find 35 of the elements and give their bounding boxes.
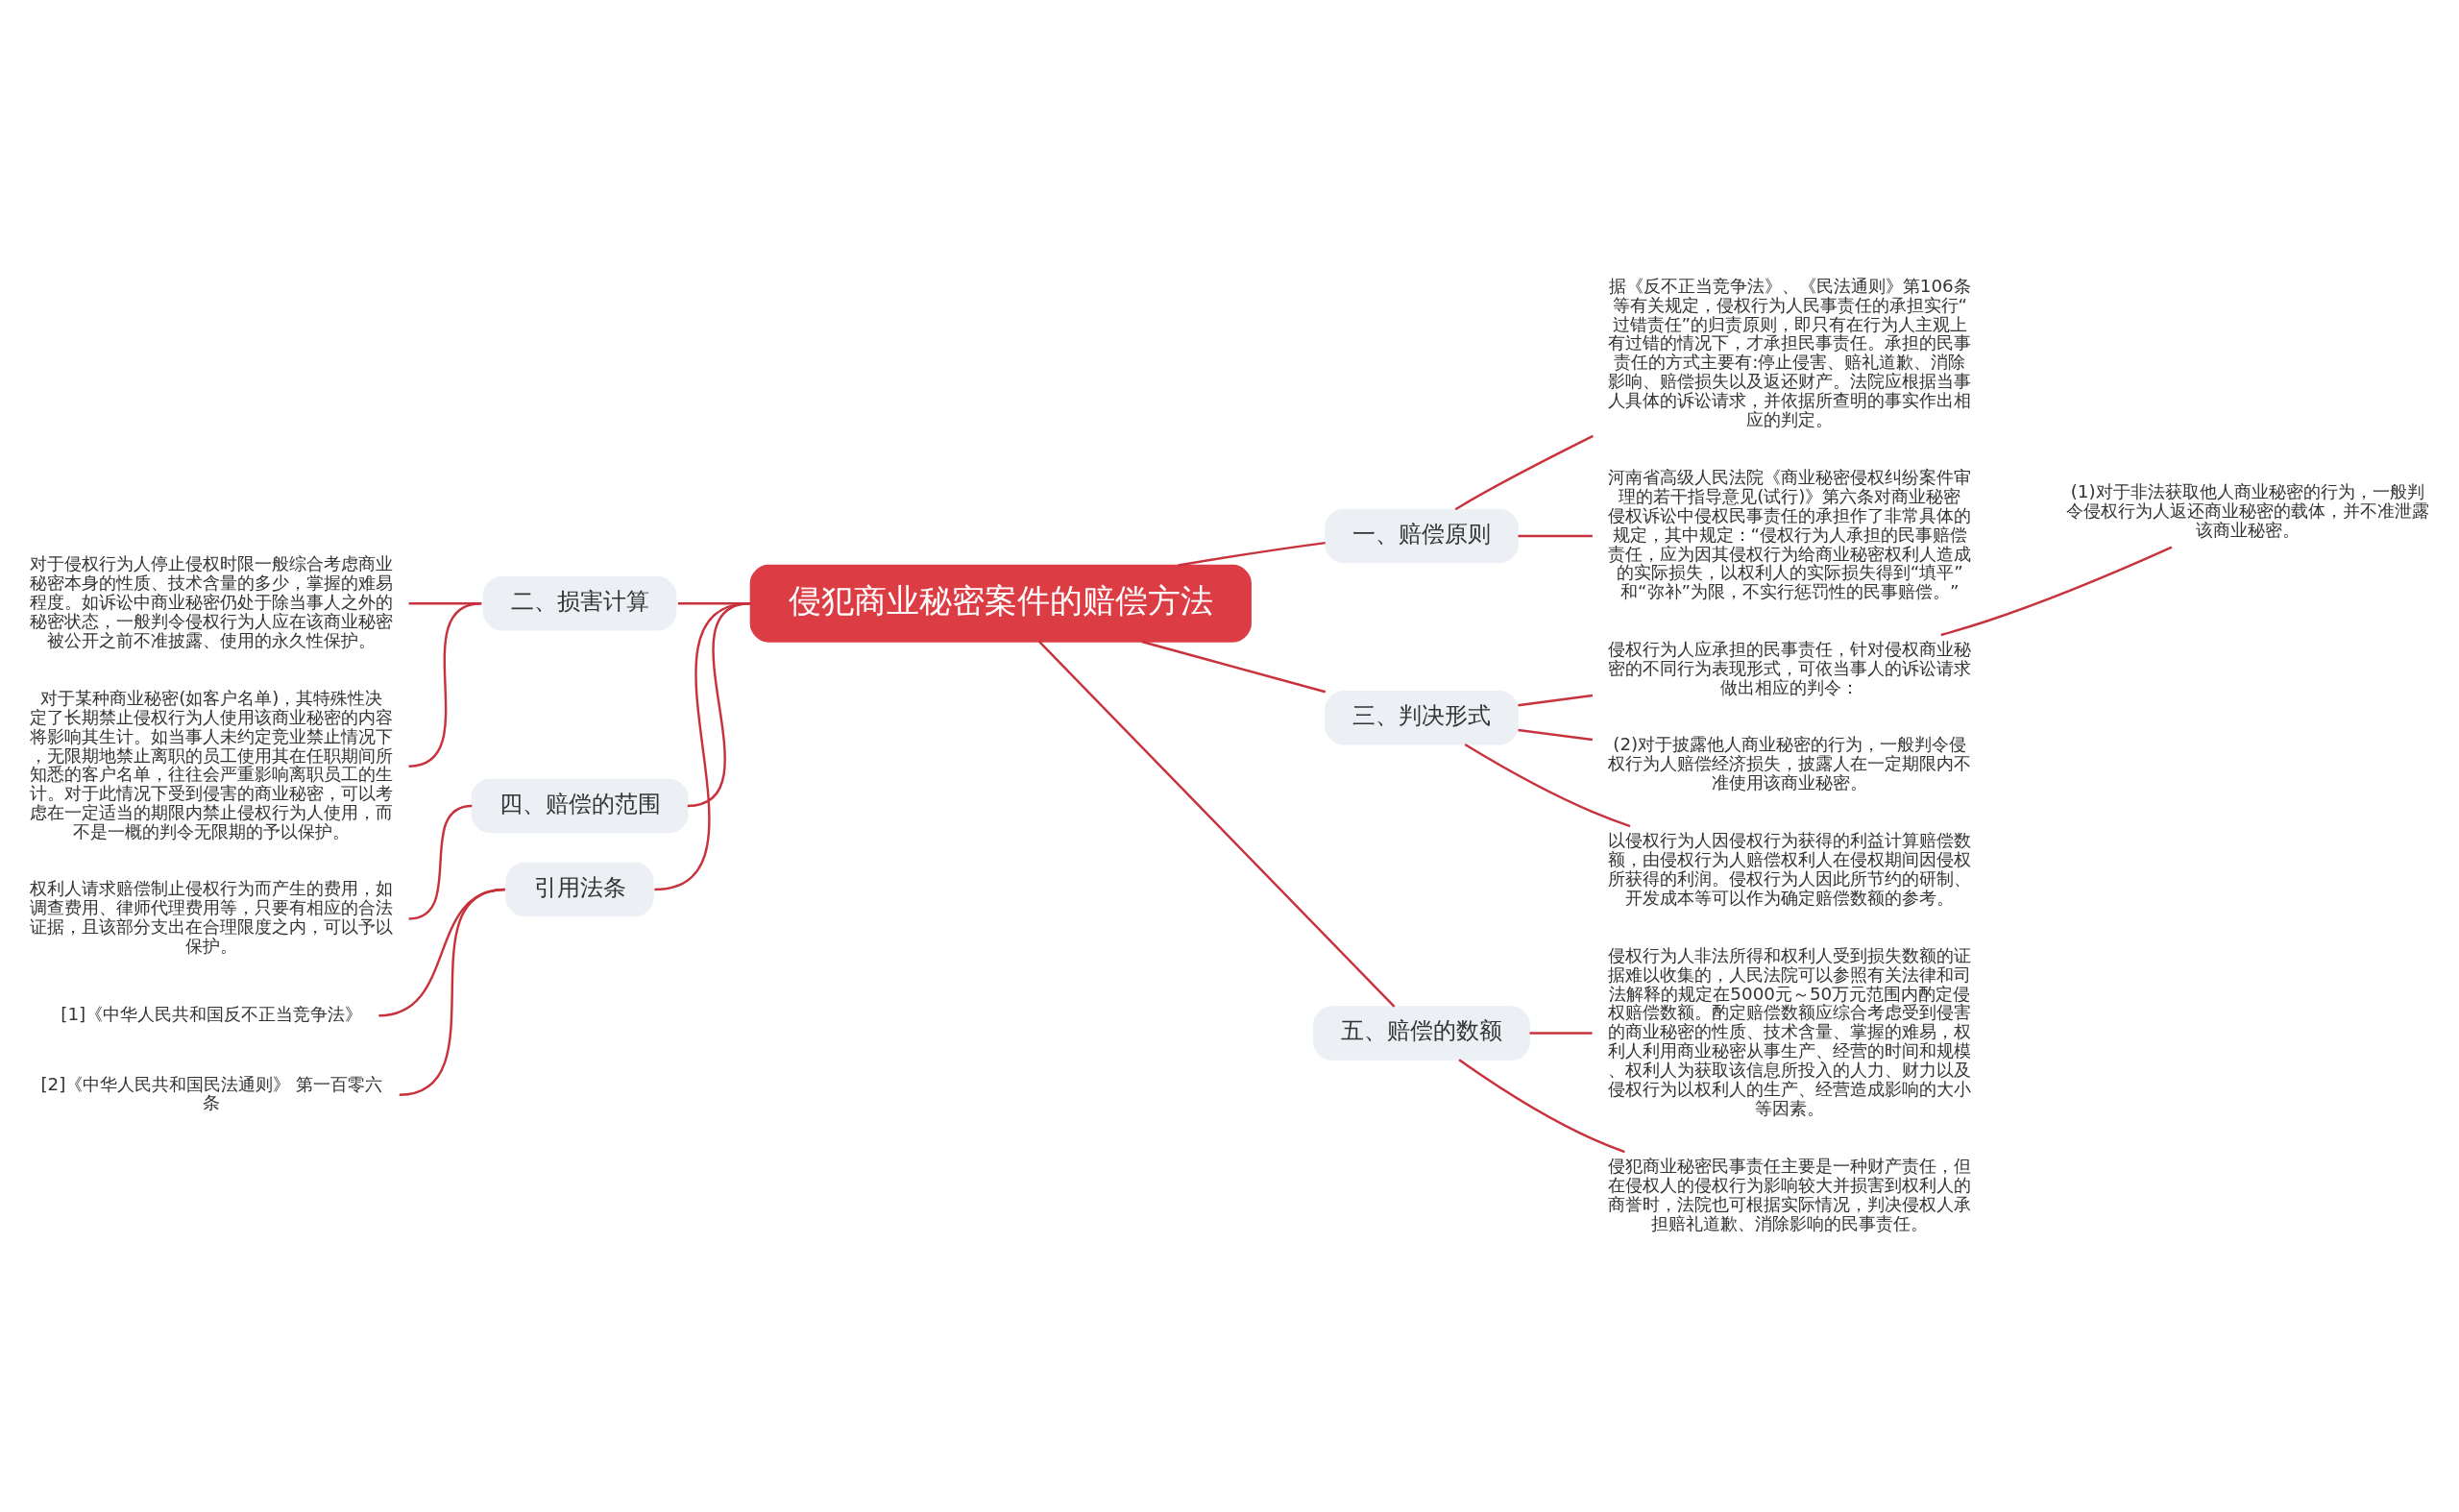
node-text: 权利人请求赔偿制止侵权行为而产生的费用，如调查费用、律师代理费用等，只要有相应的合法证据，且该部分支出在合理限度之内，可以予以保护。 bbox=[30, 878, 394, 956]
connector bbox=[1458, 1059, 1625, 1154]
node-box: 三、判决形式 bbox=[1325, 691, 1519, 745]
connector bbox=[1518, 728, 1593, 742]
node-text: [1]《中华人民共和国反不正当竞争法》 bbox=[61, 1004, 363, 1024]
connector bbox=[1038, 641, 1396, 1008]
node-box: 四、赔偿的范围 bbox=[471, 778, 689, 834]
connector bbox=[1464, 743, 1631, 828]
node-box: 引用法条 bbox=[505, 862, 654, 917]
connector bbox=[1940, 546, 2173, 637]
node-text: 对于侵权行为人停止侵权时限一般综合考虑商业秘密本身的性质、技术含量的多少，掌握的难易程度。如诉讼中商业秘密仍处于除当事人之外的秘密状态，一般判令侵权行为人应在该商业秘密被公开之前不准披露、使用的永久性保护。 bbox=[30, 553, 394, 650]
node-text: [2]《中华人民共和国民法通则》 第一百零六条 bbox=[40, 1073, 383, 1113]
node-text: 对于某种商业秘密(如客户名单)，其特殊性决定了长期禁止侵权行为人使用该商业秘密的内容将影响其生计。如当事人未约定竞业禁止情况下，无限期地禁止离职的员工使用其在任职期间所知悉的客户名单，往往会严重影响离职员工的生计。对于此情况下受到侵害的商业秘密，可以考虑在一定适当的期限内禁止侵权行为人使用，而不是一概的判令无限期的予以保护。 bbox=[30, 687, 394, 841]
node-box: 五、赔偿的数额 bbox=[1313, 1006, 1531, 1061]
node-box: 二、损害计算 bbox=[482, 575, 677, 631]
node-text: 侵犯商业秘密民事责任主要是一种财产责任，但在侵权人的侵权行为影响较大并损害到权利人的商誉时，法院也可根据实际情况，判决侵权人承担赔礼道歉、消除影响的民事责任。 bbox=[1608, 1156, 1972, 1233]
node-text: 以侵权行为人因侵权行为获得的利益计算赔偿数额，由侵权行为人赔偿权利人在侵权期间因侵权所获得的利润。侵权行为人因此所节约的研制、开发成本等可以作为确定赔偿数额的参考。 bbox=[1608, 830, 1972, 908]
connector bbox=[654, 602, 751, 891]
node-text: (2)对于披露他人商业秘密的行为，一般判令侵权行为人赔偿经济损失，披露人在一定期限内不准使用该商业秘密。 bbox=[1608, 734, 1972, 793]
connector bbox=[408, 804, 473, 920]
node-box: 一、赔偿原则 bbox=[1325, 508, 1519, 564]
node-text: (1)对于非法获取他人商业秘密的行为，一般判令侵权行为人返还商业秘密的载体，并不准泄露该商业秘密。 bbox=[2065, 481, 2429, 541]
node-box: 侵犯商业秘密案件的赔偿方法 bbox=[749, 564, 1252, 643]
connector bbox=[1454, 434, 1595, 511]
node-text: 据《反不正当竞争法》、《民法通则》第106条等有关规定，侵权行为人民事责任的承担实行“过错责任”的归责原则，即只有在行为人主观上有过错的情况下，才承担民事责任。承担的民事责任的方式主要有:停止侵害、赔礼道歉、消除影响、赔偿损失以及返还财产。法院应根据当事人具体的诉讼请求，并依据所查明的事实作出相应的判定。 bbox=[1608, 275, 1972, 429]
connector bbox=[399, 888, 505, 1096]
connector bbox=[408, 602, 482, 768]
node-text: 侵权行为人非法所得和权利人受到损失数额的证据难以收集的，人民法院可以参照有关法律和司法解释的规定在5000元～50万元范围内酌定侵权赔偿数额。酌定赔偿数额应综合考虑受到侵害的商业秘密的性质、技术含量、掌握的难易，权利人利用商业秘密从事生产、经营的时间和规模、权利人为获取该信息所投入的人力、财力以及侵权行为以权利人的生产、经营造成影响的大小等因素。 bbox=[1608, 944, 1972, 1118]
connector bbox=[1518, 694, 1594, 707]
connector bbox=[1141, 640, 1327, 694]
node-text: 侵权行为人应承担的民事责任，针对侵权商业秘密的不同行为表现形式，可依当事人的诉讼请求做出相应的判令： bbox=[1608, 638, 1972, 697]
connector bbox=[1518, 534, 1593, 538]
connector bbox=[1529, 1032, 1593, 1035]
connector bbox=[1178, 541, 1326, 567]
node-text: 河南省高级人民法院《商业秘密侵权纠纷案件审理的若干指导意见(试行)》第六条对商业秘密侵权诉讼中侵权民事责任的承担作了非常具体的规定，其中规定：“侵权行为人承担的民事赔偿责任，应为因其侵权行为给商业秘密权利人造成的实际损失，以权利人的实际损失得到“填平”和“弥补”为限，不实行惩罚性的民事赔偿。” bbox=[1608, 467, 1972, 602]
